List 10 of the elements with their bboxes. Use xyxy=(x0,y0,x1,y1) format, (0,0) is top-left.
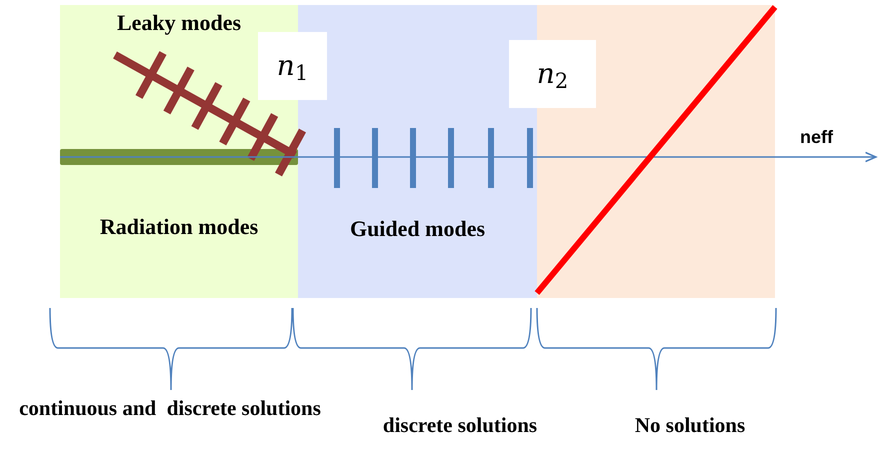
region-caption: continuous and discrete solutions xyxy=(18,395,322,422)
refractive-index-symbol: n$_{2}$ xyxy=(536,56,568,95)
region-caption: No solutions xyxy=(634,412,746,439)
refractive-index-symbol: n$_{1}$ xyxy=(276,48,308,87)
region-label: Leaky modes xyxy=(116,9,242,36)
region-band xyxy=(298,5,537,298)
region-label: Radiation modes xyxy=(98,213,260,240)
region-label: Guided modes xyxy=(348,215,486,242)
region-caption: discrete solutions xyxy=(382,412,538,439)
axis-label: neff xyxy=(800,126,834,149)
